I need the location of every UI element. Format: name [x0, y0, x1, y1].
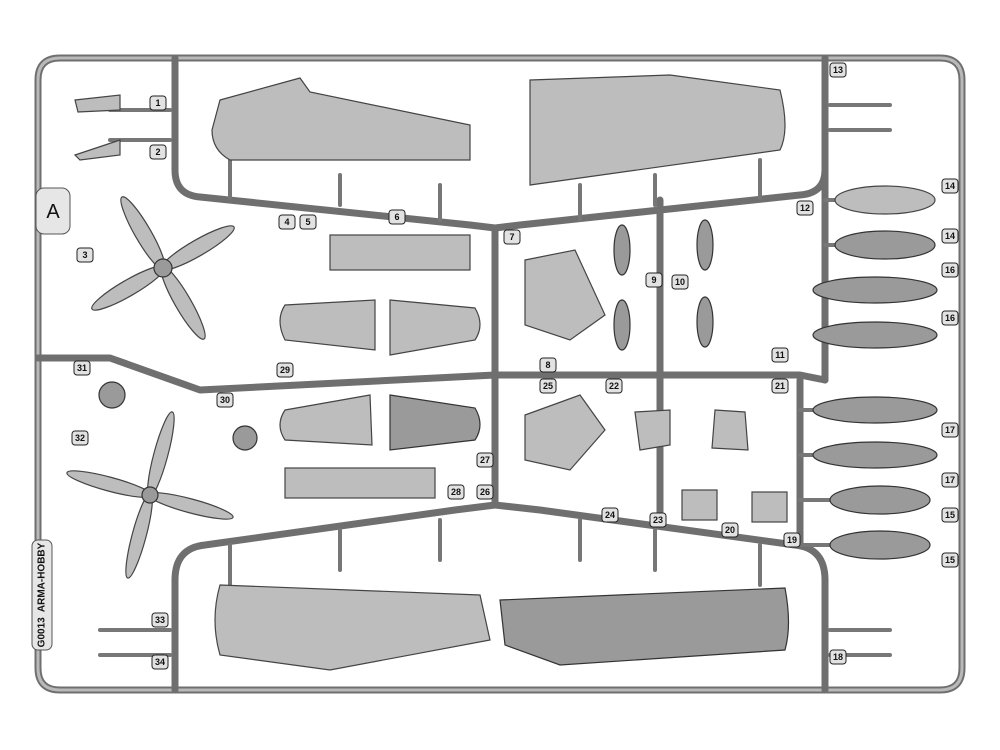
- svg-text:10: 10: [675, 277, 685, 287]
- sprue-frame: [34, 54, 966, 694]
- svg-text:34: 34: [155, 657, 165, 667]
- svg-text:15: 15: [945, 555, 955, 565]
- part-number-label: 5: [299, 214, 317, 230]
- svg-text:17: 17: [945, 475, 955, 485]
- part-number-label: 12: [796, 200, 814, 216]
- part-number-label: 31: [73, 360, 91, 376]
- part-number-label: 18: [829, 649, 847, 665]
- svg-text:30: 30: [220, 395, 230, 405]
- svg-text:4: 4: [284, 217, 289, 227]
- svg-text:16: 16: [945, 313, 955, 323]
- part-number-label: 1: [149, 95, 167, 111]
- svg-text:16: 16: [945, 265, 955, 275]
- part-number-label: 16: [941, 310, 959, 326]
- svg-text:5: 5: [305, 217, 310, 227]
- part-number-label: 34: [151, 654, 169, 670]
- part-number-label: 8: [539, 357, 557, 373]
- svg-text:24: 24: [605, 510, 615, 520]
- svg-text:22: 22: [609, 381, 619, 391]
- svg-text:3: 3: [82, 250, 87, 260]
- sprue-letter: A: [46, 201, 60, 223]
- svg-text:26: 26: [480, 487, 490, 497]
- svg-text:14: 14: [945, 181, 955, 191]
- part-number-label: 2: [149, 144, 167, 160]
- svg-text:23: 23: [653, 515, 663, 525]
- svg-text:20: 20: [725, 525, 735, 535]
- part-number-label: 17: [941, 472, 959, 488]
- part-number-label: 14: [941, 178, 959, 194]
- small-parts: [73, 94, 788, 523]
- svg-text:19: 19: [787, 535, 797, 545]
- svg-text:7: 7: [509, 232, 514, 242]
- part-number-label: 16: [941, 262, 959, 278]
- svg-text:25: 25: [543, 381, 553, 391]
- part-number-label: 11: [771, 347, 789, 363]
- sprue-letter-tag: A: [35, 187, 71, 235]
- svg-text:28: 28: [451, 487, 461, 497]
- part-number-label: 6: [388, 209, 406, 225]
- svg-text:1: 1: [155, 98, 160, 108]
- part-number-label: 14: [941, 228, 959, 244]
- part-number-label: 10: [671, 274, 689, 290]
- part-number-label: 21: [771, 378, 789, 394]
- part-number-label: 9: [645, 272, 663, 288]
- propellers: [66, 196, 235, 579]
- part-number-label: 7: [503, 229, 521, 245]
- svg-text:31: 31: [77, 363, 87, 373]
- kit-code-label: G0013 ARMA-HOBBY: [37, 542, 48, 647]
- svg-text:9: 9: [651, 275, 656, 285]
- wing-upper-halves: [211, 74, 786, 186]
- svg-text:27: 27: [480, 455, 490, 465]
- stabilizers: [279, 299, 481, 451]
- svg-text:21: 21: [775, 381, 785, 391]
- part-number-label: 22: [605, 378, 623, 394]
- part-number-label: 28: [447, 484, 465, 500]
- part-number-label: 15: [941, 552, 959, 568]
- svg-text:17: 17: [945, 425, 955, 435]
- svg-text:12: 12: [800, 203, 810, 213]
- part-number-label: 27: [476, 452, 494, 468]
- svg-text:13: 13: [833, 65, 843, 75]
- svg-text:33: 33: [155, 615, 165, 625]
- wing-lower-halves: [214, 584, 790, 671]
- part-number-label: 32: [71, 430, 89, 446]
- svg-text:14: 14: [945, 231, 955, 241]
- part-number-label: 24: [601, 507, 619, 523]
- part-number-label: 3: [76, 247, 94, 263]
- svg-text:2: 2: [155, 147, 160, 157]
- part-number-label: 33: [151, 612, 169, 628]
- part-number-label: 25: [539, 378, 557, 394]
- part-number-label: 30: [216, 392, 234, 408]
- part-number-label: 4: [278, 214, 296, 230]
- part-number-label: 20: [721, 522, 739, 538]
- svg-text:11: 11: [775, 350, 785, 360]
- svg-text:32: 32: [75, 433, 85, 443]
- svg-text:8: 8: [545, 360, 550, 370]
- part-number-label: 15: [941, 507, 959, 523]
- part-number-label: 19: [783, 532, 801, 548]
- part-number-label: 17: [941, 422, 959, 438]
- svg-text:6: 6: [394, 212, 399, 222]
- part-number-label: 13: [829, 62, 847, 78]
- part-number-label: 26: [476, 484, 494, 500]
- svg-text:15: 15: [945, 510, 955, 520]
- part-number-label: 29: [276, 362, 294, 378]
- code-tag: G0013 ARMA-HOBBY: [31, 539, 53, 651]
- svg-text:29: 29: [280, 365, 290, 375]
- part-number-label: 23: [649, 512, 667, 528]
- svg-text:18: 18: [833, 652, 843, 662]
- drop-tanks: [613, 185, 938, 560]
